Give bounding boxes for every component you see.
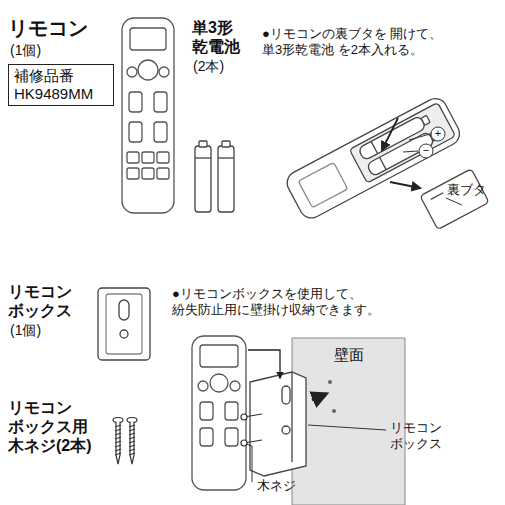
part-name: 単3形 乾電池 [192,18,252,56]
insert-arrow [382,118,420,188]
polarity-sign: + [435,127,441,140]
instruction-note: ●リモコンの裏ブタを 開けて、単3形乾電池 を2本入れる。 [262,26,452,57]
quantity: (2本) [193,58,224,75]
part-name: リモコン ボックス [8,282,88,320]
quantity: (1個) [10,42,41,59]
part-name: リモコン ボックス用 木ネジ(2本) [8,398,112,456]
leader-line [446,198,462,205]
part-number: 補修品番 HK9489MM [14,67,106,103]
polarity-circle [403,127,445,158]
part-callout: リモコン ボックス [390,420,458,451]
leader-line [246,425,386,482]
quantity: (1個) [10,322,41,339]
motion-arrow [248,350,326,400]
part-callout: 木ネジ [257,478,296,494]
part-number-box: 補修品番 HK9489MM [8,64,114,106]
back-cover [420,169,489,230]
remote-box [98,288,150,360]
remote-front [122,18,174,213]
wood-screw [113,418,137,465]
remote-box-mounted [250,372,306,476]
wall-label: 壁面 [334,346,364,364]
wood-screw-mounted [241,414,262,446]
wall-panel [292,338,405,505]
product-name: リモコン [8,16,88,40]
polarity-sign: − [423,144,429,157]
instruction-note: ●リモコンボックスを使用して、 紛失防止用に壁掛け収納できます。 [172,286,462,317]
remote-front-inserted [192,336,246,490]
battery-pair [195,141,234,212]
part-callout: 裏ブタ [447,182,486,198]
